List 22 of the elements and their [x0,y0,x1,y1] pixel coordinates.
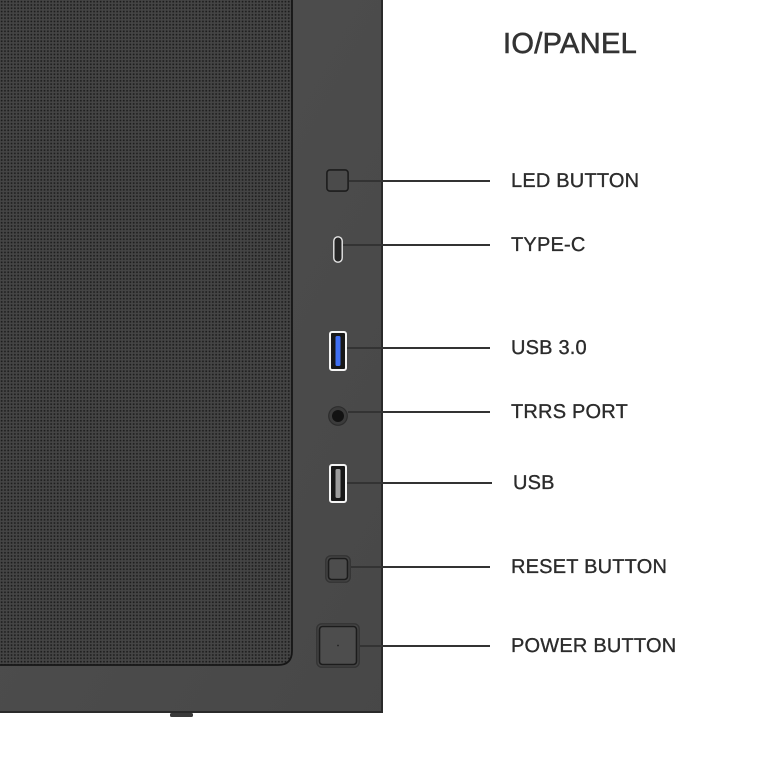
square-button-icon [326,169,349,192]
callout-label: USB 3.0 [511,336,587,360]
callout-label: USB [513,471,555,495]
callout-label: TRRS PORT [511,400,628,424]
usb-c-port-icon [333,236,343,263]
callout-label: POWER BUTTON [511,634,676,658]
usb-port-icon [329,464,347,503]
callout-label: LED BUTTON [511,169,640,193]
callout-label: RESET BUTTON [511,555,668,579]
square-button-icon [316,623,360,668]
audio-jack-icon [328,406,348,426]
leader-line [347,482,492,484]
leader-line [351,566,490,568]
square-button-icon [325,555,351,583]
leader-line [360,645,490,647]
leader-line [343,244,490,246]
title: IO/PANEL [503,27,638,61]
usb-port-icon [329,331,347,371]
leader-line [349,180,490,182]
leader-line [347,347,490,349]
leader-line [348,411,490,413]
callout-label: TYPE-C [511,233,586,257]
